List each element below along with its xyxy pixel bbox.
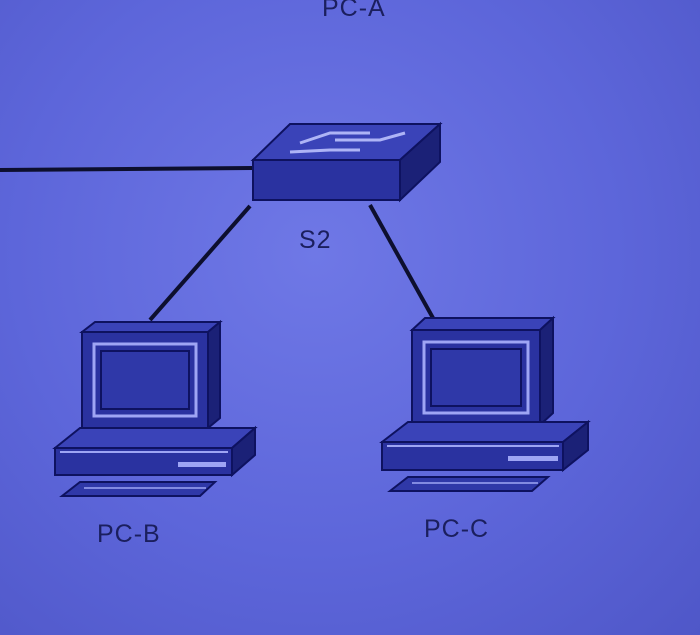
pc-a-label: PC-A	[322, 0, 386, 22]
pc-b-label: PC-B	[97, 520, 161, 548]
link-s2-to-pc-b	[148, 204, 252, 322]
network-switch-icon[interactable]	[250, 121, 443, 203]
switch-label: S2	[299, 226, 332, 254]
pc-c-label: PC-C	[424, 515, 490, 543]
link-s2-to-pc-c	[368, 204, 435, 319]
desktop-computer-icon[interactable]	[379, 315, 591, 492]
link-offscreen-to-s2	[0, 166, 253, 172]
desktop-computer-icon[interactable]	[52, 319, 258, 497]
